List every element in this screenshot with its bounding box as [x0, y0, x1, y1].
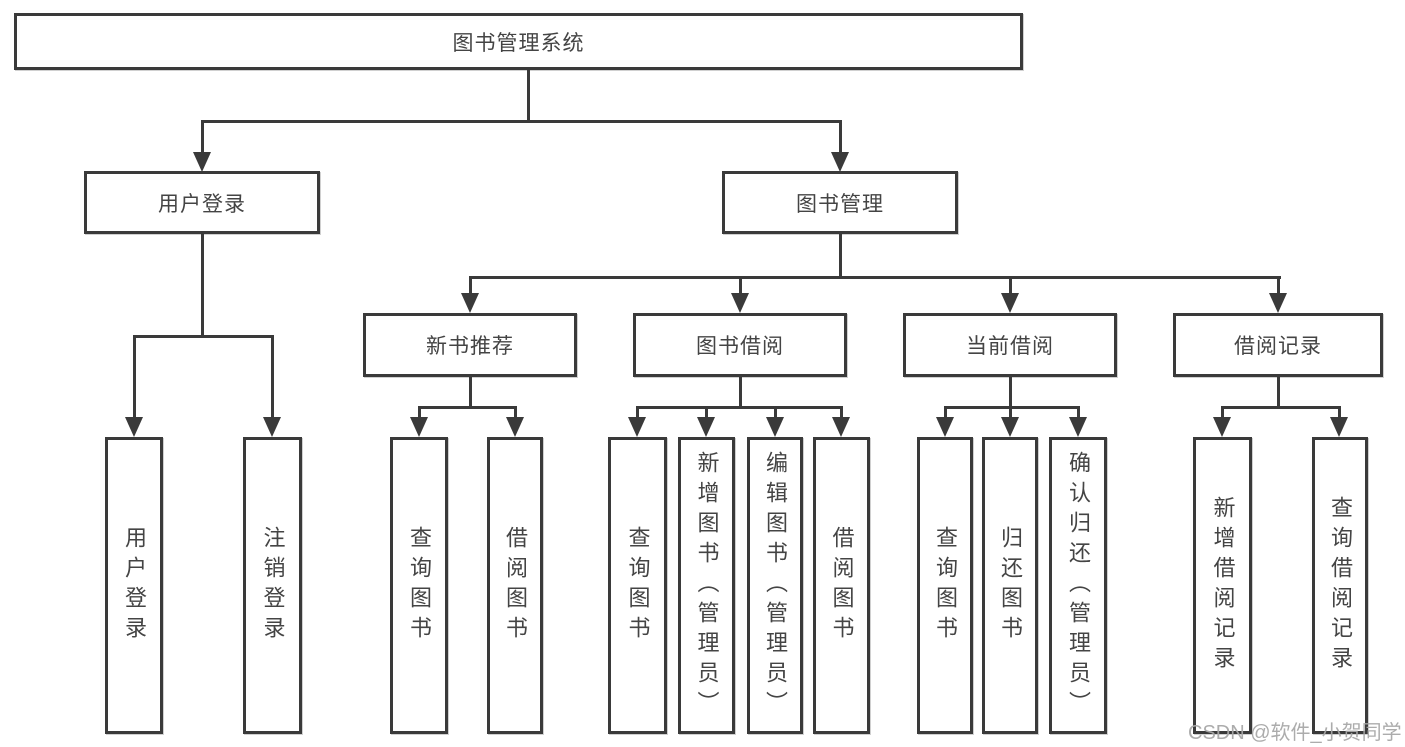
- node-book-borrowing: 图书借阅: [633, 313, 847, 377]
- arrow-down-icon: [832, 417, 850, 437]
- arrow-down-icon: [936, 417, 954, 437]
- connector-line: [1009, 377, 1012, 409]
- arrow-down-icon: [461, 293, 479, 313]
- node-user-login-leaf: 用户登录: [105, 437, 163, 734]
- connector-line: [133, 335, 274, 338]
- node-query-books-borrowing: 查询图书: [608, 437, 667, 734]
- connector-line: [739, 276, 742, 296]
- node-label: 查询图书: [933, 525, 958, 646]
- node-edit-books-admin: 编辑图书（管理员）: [747, 437, 803, 734]
- arrow-down-icon: [410, 417, 428, 437]
- arrow-down-icon: [1069, 417, 1087, 437]
- node-label: 借阅图书: [503, 525, 528, 646]
- arrow-down-icon: [125, 417, 143, 437]
- arrow-down-icon: [831, 152, 849, 172]
- connector-line: [201, 120, 841, 123]
- node-label: 查询图书: [625, 525, 651, 646]
- node-borrowing-records: 借阅记录: [1173, 313, 1383, 377]
- arrow-down-icon: [731, 293, 749, 313]
- connector-line: [418, 406, 517, 409]
- arrow-down-icon: [697, 417, 715, 437]
- node-label: 借阅图书: [829, 525, 855, 646]
- arrow-down-icon: [1330, 417, 1348, 437]
- node-label: 注销登录: [260, 525, 286, 646]
- arrow-down-icon: [628, 417, 646, 437]
- connector-line: [774, 406, 777, 420]
- connector-line: [1009, 276, 1012, 296]
- node-book-management: 图书管理: [722, 171, 958, 234]
- arrow-down-icon: [1269, 293, 1287, 313]
- node-add-books-admin: 新增图书（管理员）: [678, 437, 735, 734]
- arrow-down-icon: [1001, 417, 1019, 437]
- connector-line: [514, 406, 517, 420]
- connector-line: [201, 234, 204, 338]
- connector-line: [636, 406, 639, 420]
- connector-line: [840, 406, 843, 420]
- node-label: 用户登录: [158, 192, 246, 216]
- connector-line: [1277, 377, 1280, 409]
- connector-line: [469, 377, 472, 409]
- node-label: 图书借阅: [696, 335, 784, 358]
- node-label: 当前借阅: [966, 335, 1054, 358]
- connector-line: [1009, 406, 1012, 420]
- arrow-down-icon: [766, 417, 784, 437]
- node-borrow-books: 借阅图书: [813, 437, 870, 734]
- node-confirm-return-admin: 确认归还（管理员）: [1049, 437, 1107, 734]
- connector-line: [133, 335, 136, 420]
- node-label: 图书管理系统: [452, 31, 585, 55]
- connector-line: [636, 406, 843, 409]
- connector-line: [944, 406, 947, 420]
- node-label: 图书管理: [796, 192, 884, 216]
- node-label: 新增借阅记录: [1210, 495, 1236, 676]
- node-label: 借阅记录: [1234, 335, 1322, 358]
- node-new-book-recommendation: 新书推荐: [363, 313, 577, 377]
- node-query-books-recommend: 查询图书: [390, 437, 448, 734]
- csdn-watermark: CSDN @软件_小贺同学: [1188, 722, 1402, 744]
- connector-line: [944, 406, 1080, 409]
- node-label: 新书推荐: [426, 335, 514, 358]
- arrow-down-icon: [1001, 293, 1019, 313]
- connector-line: [1277, 276, 1280, 296]
- connector-line: [527, 70, 530, 121]
- node-query-borrow-record: 查询借阅记录: [1312, 437, 1368, 734]
- node-label: 编辑图书（管理员）: [763, 450, 788, 721]
- node-label: 查询图书: [407, 525, 432, 646]
- node-label: 用户登录: [122, 525, 147, 646]
- node-return-books: 归还图书: [982, 437, 1038, 734]
- node-borrow-books-recommend: 借阅图书: [487, 437, 543, 734]
- connector-line: [469, 276, 1281, 279]
- connector-line: [1338, 406, 1341, 420]
- connector-line: [418, 406, 421, 420]
- node-label: 新增图书（管理员）: [694, 450, 720, 721]
- connector-line: [469, 276, 472, 296]
- node-add-borrow-record: 新增借阅记录: [1193, 437, 1252, 734]
- connector-line: [1221, 406, 1341, 409]
- connector-line: [839, 120, 842, 155]
- node-query-books-current: 查询图书: [917, 437, 973, 734]
- node-current-borrowing: 当前借阅: [903, 313, 1117, 377]
- connector-line: [1077, 406, 1080, 420]
- connector-line: [705, 406, 708, 420]
- connector-line: [271, 335, 274, 420]
- node-library-management-system: 图书管理系统: [14, 13, 1023, 70]
- node-label: 归还图书: [998, 525, 1023, 646]
- node-logout: 注销登录: [243, 437, 302, 734]
- arrow-down-icon: [263, 417, 281, 437]
- node-label: 查询借阅记录: [1328, 495, 1353, 676]
- connector-line: [1221, 406, 1224, 420]
- node-label: 确认归还（管理员）: [1066, 450, 1091, 721]
- arrow-down-icon: [1213, 417, 1231, 437]
- connector-line: [201, 120, 204, 155]
- connector-line: [739, 377, 742, 409]
- node-user-login: 用户登录: [84, 171, 320, 234]
- connector-line: [839, 234, 842, 279]
- arrow-down-icon: [193, 152, 211, 172]
- arrow-down-icon: [506, 417, 524, 437]
